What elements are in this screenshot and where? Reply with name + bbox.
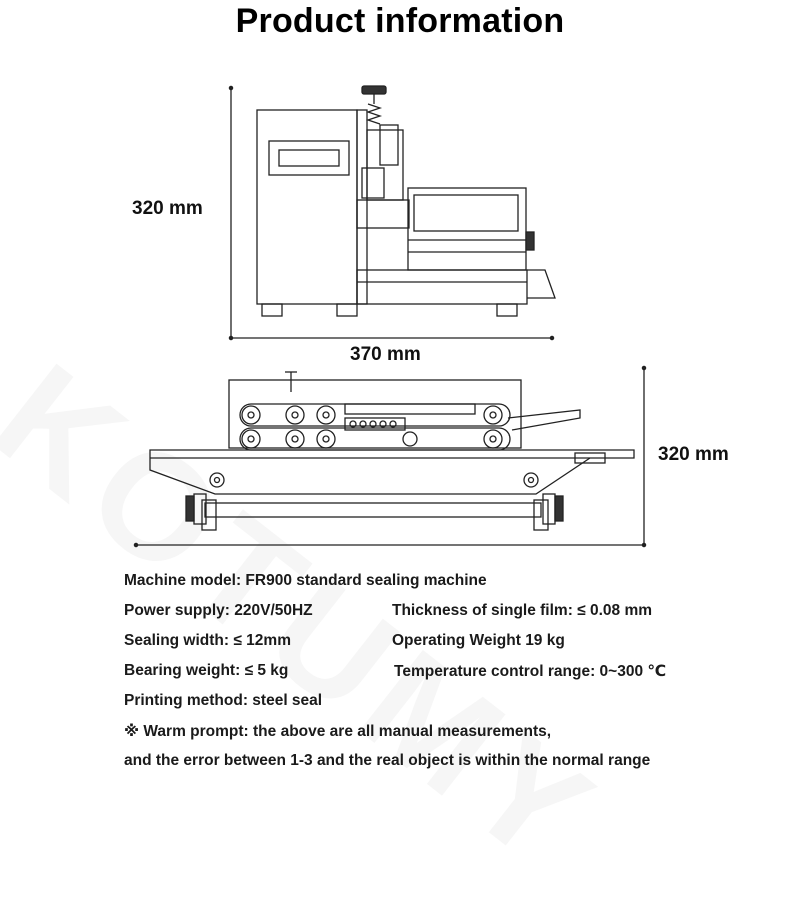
side-view-machine <box>149 371 635 531</box>
front-view-machine <box>256 85 556 317</box>
spec-temperature: Temperature control range: 0~300 ℃ <box>394 663 667 680</box>
note-line-1: ※ Warm prompt: the above are all manual … <box>124 723 552 740</box>
machine-drawings <box>133 85 647 548</box>
spec-row-sealing: Sealing width: ≤ 12mm Operating Weight 1… <box>124 632 565 650</box>
spec-bearing: Bearing weight: ≤ 5 kg <box>124 662 289 679</box>
spec-film: Thickness of single film: ≤ 0.08 mm <box>392 602 653 619</box>
front-width-label: 370 mm <box>350 344 421 365</box>
spec-printing: Printing method: steel seal <box>124 692 323 709</box>
spec-model: Machine model: FR900 standard sealing ma… <box>124 572 487 589</box>
spec-row-power: Power supply: 220V/50HZ Thickness of sin… <box>124 602 652 620</box>
spec-weight: Operating Weight 19 kg <box>392 632 565 649</box>
front-height-label: 320 mm <box>132 198 203 219</box>
page-title: Product information <box>235 2 565 40</box>
spec-row-bearing: Bearing weight: ≤ 5 kg Temperature contr… <box>124 662 666 680</box>
side-height-label: 320 mm <box>658 444 729 465</box>
note-line-2: and the error between 1-3 and the real o… <box>124 752 651 769</box>
front-dimension-lines <box>228 85 555 341</box>
side-dimension-lines <box>133 365 647 548</box>
spec-power: Power supply: 220V/50HZ <box>124 602 313 619</box>
spec-sealing-width: Sealing width: ≤ 12mm <box>124 632 291 649</box>
